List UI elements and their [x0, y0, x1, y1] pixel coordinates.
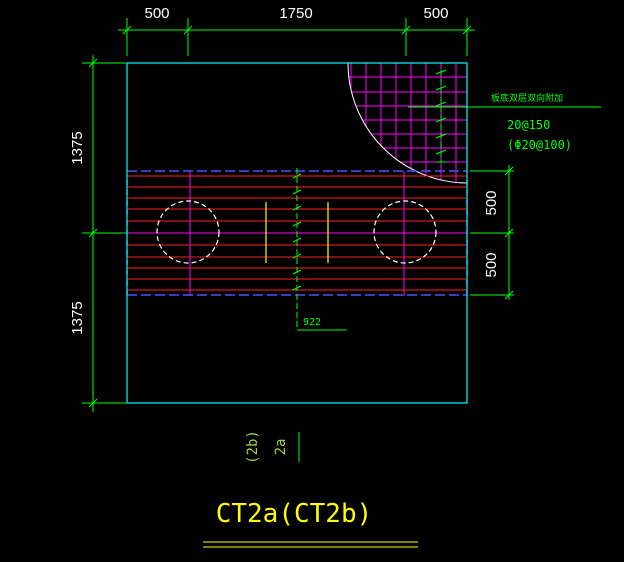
center-rebar-line: [292, 168, 347, 331]
pile-circles: [156, 200, 437, 264]
corner-arc: [347, 62, 468, 184]
left-dim-1: 1375: [69, 131, 86, 164]
note-chinese: 板底双层双向附加: [491, 92, 563, 104]
left-dim-2: 1375: [69, 301, 86, 334]
pile-left: [156, 200, 220, 264]
right-dim-1: 500: [483, 190, 500, 215]
note-rebar-alt: (Φ20@100): [507, 138, 572, 152]
note-rebar-main: 20@150: [507, 118, 550, 132]
right-dim-2: 500: [483, 252, 500, 277]
note-offset: 922: [303, 317, 321, 328]
right-dimension: [470, 165, 514, 300]
column-marks: [265, 202, 329, 263]
top-dimension: [118, 18, 475, 56]
left-dimension: [82, 55, 126, 412]
top-dim-1: 500: [144, 5, 169, 22]
top-dim-3: 500: [423, 5, 448, 22]
corner-rebar-marker: [408, 69, 601, 163]
label-2b: (2b): [245, 430, 261, 464]
drawing-title: CT2a(CT2b): [216, 499, 373, 529]
top-dim-2: 1750: [279, 5, 312, 22]
slab-outline: [126, 62, 468, 404]
pile-right: [373, 200, 437, 264]
label-2a: 2a: [273, 439, 289, 456]
title-underline: [203, 541, 418, 548]
